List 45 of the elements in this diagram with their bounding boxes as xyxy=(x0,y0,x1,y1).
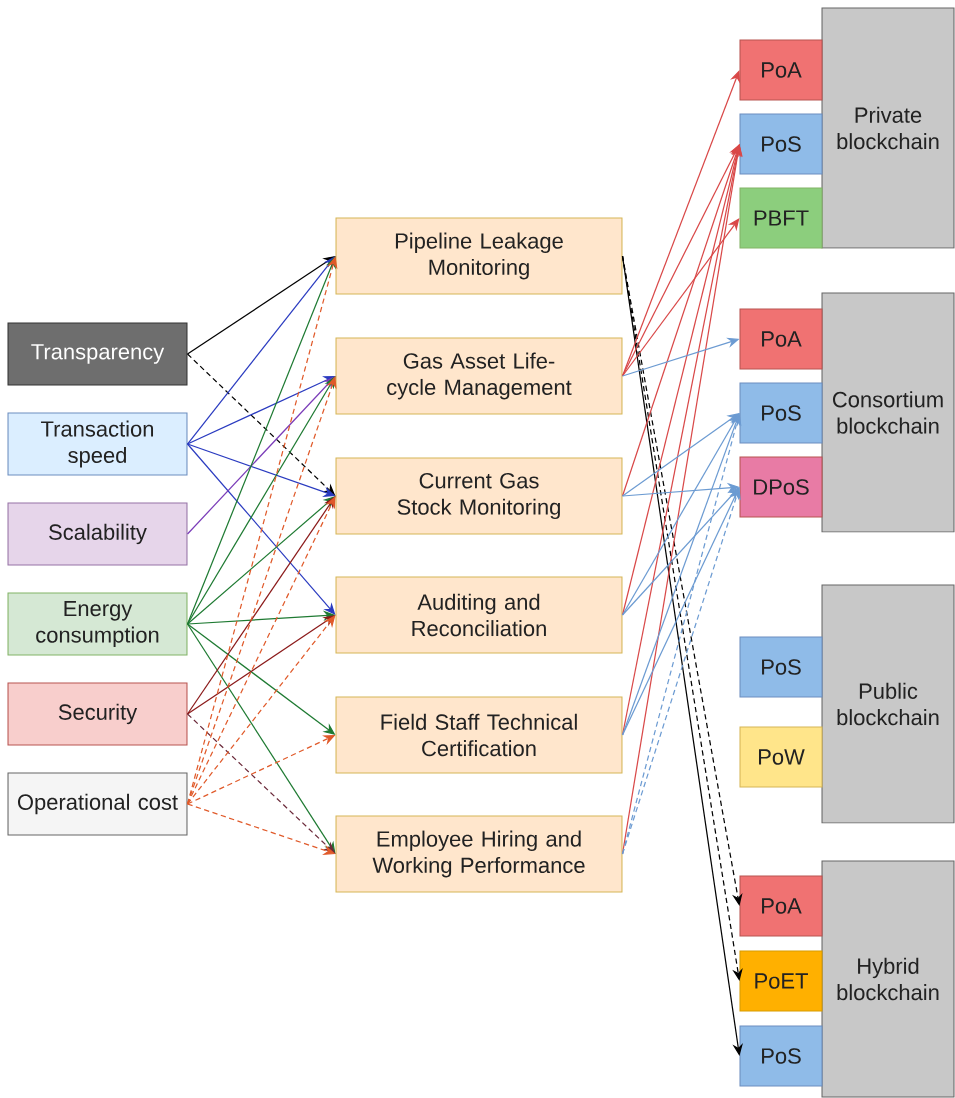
blockchain-box: Private blockchain xyxy=(821,7,955,249)
arrow xyxy=(186,443,336,615)
arrow xyxy=(621,487,740,736)
consensus-box: PoET xyxy=(739,950,823,1012)
arrow xyxy=(186,256,336,445)
arrow xyxy=(186,376,336,625)
consensus-box: PoA xyxy=(739,39,823,101)
arrow xyxy=(186,376,336,535)
criterion-box: Transparency xyxy=(7,322,188,386)
blockchain-box: Consortium blockchain xyxy=(821,292,955,533)
arrow xyxy=(186,376,337,805)
arrow xyxy=(621,413,740,616)
criterion-box: Operational cost xyxy=(7,772,188,836)
criterion-box: Scalability xyxy=(7,502,188,566)
criterion-box: Security xyxy=(7,682,188,746)
blockchain-box: Hybrid blockchain xyxy=(821,860,955,1098)
consensus-box: DPoS xyxy=(739,456,823,518)
arrow xyxy=(621,144,741,497)
use-case-box: Employee Hiring and Working Performance xyxy=(335,815,623,893)
arrow xyxy=(186,496,336,805)
consensus-box: PoS xyxy=(739,382,823,444)
use-case-box: Field Staff Technical Certification xyxy=(335,696,623,774)
blockchain-box: Public blockchain xyxy=(821,584,955,824)
criterion-box: Transaction speed xyxy=(7,412,188,476)
consensus-box: PoS xyxy=(739,1025,823,1087)
arrow xyxy=(186,496,336,715)
arrow xyxy=(186,615,336,805)
use-case-box: Pipeline Leakage Monitoring xyxy=(335,217,623,295)
arrow xyxy=(186,256,336,625)
consensus-box: PBFT xyxy=(739,187,823,249)
criterion-box: Energy consumption xyxy=(7,592,188,656)
consensus-box: PoA xyxy=(739,875,823,937)
arrow xyxy=(621,218,740,377)
consensus-box: PoS xyxy=(739,113,823,175)
use-case-box: Auditing and Reconciliation xyxy=(335,576,623,654)
use-case-box: Current Gas Stock Monitoring xyxy=(335,457,623,535)
arrow xyxy=(621,487,741,855)
consensus-box: PoA xyxy=(739,308,823,370)
consensus-box: PoW xyxy=(739,726,823,788)
use-case-box: Gas Asset Life-cycle Management xyxy=(335,337,623,415)
arrow xyxy=(621,413,742,855)
consensus-box: PoS xyxy=(739,636,823,698)
arrow xyxy=(621,144,740,377)
arrow xyxy=(621,487,740,616)
arrow xyxy=(186,623,336,854)
